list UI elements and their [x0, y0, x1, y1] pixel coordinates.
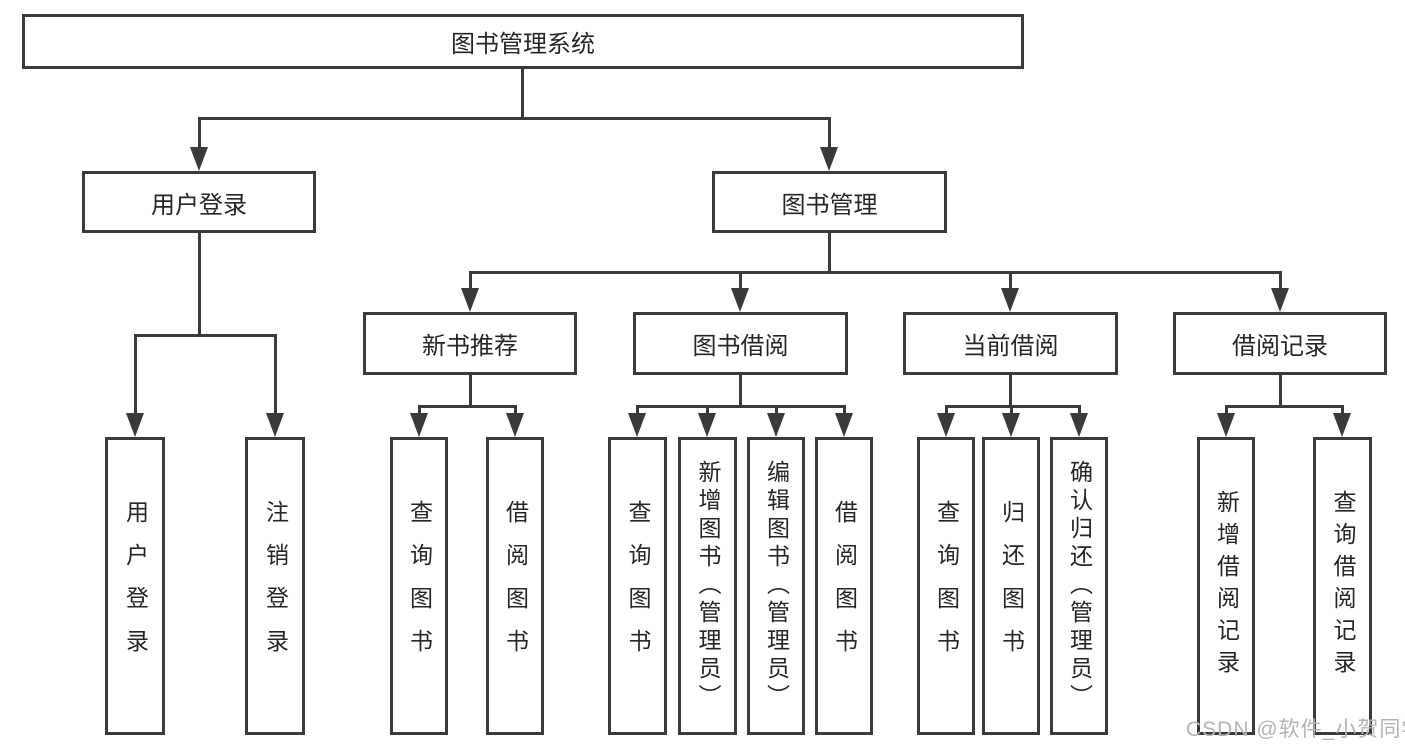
- connector-drop-leaf: [775, 405, 778, 415]
- arrow-down-icon: [1002, 413, 1020, 437]
- node-user-login: 用户登录: [82, 171, 316, 233]
- connector-bookmgmt-rail: [469, 271, 1281, 274]
- connector-drop-leaf: [945, 405, 948, 415]
- leaf-query-borrow-record: 查询借阅记录: [1313, 437, 1372, 735]
- leaf-add-borrow-record: 新增借阅记录: [1197, 437, 1255, 735]
- connector-drop-leaf: [1078, 405, 1081, 415]
- connector-userlogin-rail: [134, 334, 277, 337]
- connector-drop-leaf: [1341, 405, 1344, 415]
- arrow-down-icon: [266, 413, 284, 437]
- leaf-borrow-books: 借阅图书: [486, 437, 544, 735]
- connector-drop-current-borrow: [1009, 271, 1012, 291]
- node-book-management: 图书管理: [712, 171, 947, 233]
- arrow-down-icon: [835, 413, 853, 437]
- connector-drop-leaf: [636, 405, 639, 415]
- connector-userlogin-stem: [198, 233, 201, 336]
- arrow-down-icon: [937, 413, 955, 437]
- connector-borrowrecords-rail: [1225, 405, 1344, 408]
- connector-drop-book-borrow: [739, 271, 742, 291]
- connector-drop-leaf: [514, 405, 517, 415]
- node-root: 图书管理系统: [22, 14, 1024, 69]
- connector-drop-book-mgmt: [828, 117, 831, 150]
- connector-bookborrow-rail: [636, 405, 846, 408]
- connector-drop-leaf: [1010, 405, 1013, 415]
- connector-borrowrecords-stem: [1279, 375, 1282, 408]
- leaf-user-login: 用户登录: [105, 437, 165, 735]
- arrow-down-icon: [126, 413, 144, 437]
- node-borrow-records: 借阅记录: [1173, 312, 1387, 375]
- leaf-query-books: 查询图书: [917, 437, 975, 735]
- connector-bookborrow-stem: [739, 375, 742, 408]
- connector-drop-leaf: [706, 405, 709, 415]
- connector-currentborrow-rail: [945, 405, 1081, 408]
- arrow-down-icon: [1271, 288, 1289, 312]
- connector-bookmgmt-stem: [828, 233, 831, 273]
- connector-drop-new-book: [469, 271, 472, 291]
- arrow-down-icon: [731, 288, 749, 312]
- arrow-down-icon: [767, 413, 785, 437]
- leaf-return-books: 归还图书: [982, 437, 1040, 735]
- leaf-query-books: 查询图书: [390, 437, 448, 735]
- leaf-edit-books-admin: 编辑图书（管理员）: [747, 437, 805, 735]
- arrow-down-icon: [628, 413, 646, 437]
- connector-currentborrow-stem: [1009, 375, 1012, 408]
- leaf-borrow-books: 借阅图书: [815, 437, 873, 735]
- connector-root-rail: [198, 117, 831, 120]
- arrow-down-icon: [1333, 413, 1351, 437]
- arrow-down-icon: [1217, 413, 1235, 437]
- arrow-down-icon: [410, 413, 428, 437]
- connector-drop-leaf: [1225, 405, 1228, 415]
- node-new-book-recommend: 新书推荐: [363, 312, 577, 375]
- leaf-logout: 注销登录: [245, 437, 305, 735]
- connector-drop-logout-leaf: [274, 334, 277, 416]
- connector-newbook-rail: [418, 405, 517, 408]
- arrow-down-icon: [506, 413, 524, 437]
- connector-drop-leaf: [843, 405, 846, 415]
- arrow-down-icon: [698, 413, 716, 437]
- connector-drop-user-login: [198, 117, 201, 150]
- connector-drop-borrow-records: [1279, 271, 1282, 291]
- arrow-down-icon: [190, 147, 208, 171]
- arrow-down-icon: [1001, 288, 1019, 312]
- csdn-watermark: CSDN @软件_小贺同学: [1186, 718, 1405, 741]
- arrow-down-icon: [1070, 413, 1088, 437]
- node-book-borrow: 图书借阅: [633, 312, 848, 375]
- arrow-down-icon: [820, 147, 838, 171]
- leaf-add-books-admin: 新增图书（管理员）: [678, 437, 737, 735]
- connector-root-stem: [521, 68, 524, 119]
- connector-drop-login-leaf: [134, 334, 137, 416]
- leaf-query-books: 查询图书: [608, 437, 667, 735]
- node-current-borrow: 当前借阅: [903, 312, 1118, 375]
- leaf-confirm-return-admin: 确认归还（管理员）: [1050, 437, 1108, 735]
- connector-drop-leaf: [418, 405, 421, 415]
- arrow-down-icon: [461, 288, 479, 312]
- connector-newbook-stem: [469, 375, 472, 408]
